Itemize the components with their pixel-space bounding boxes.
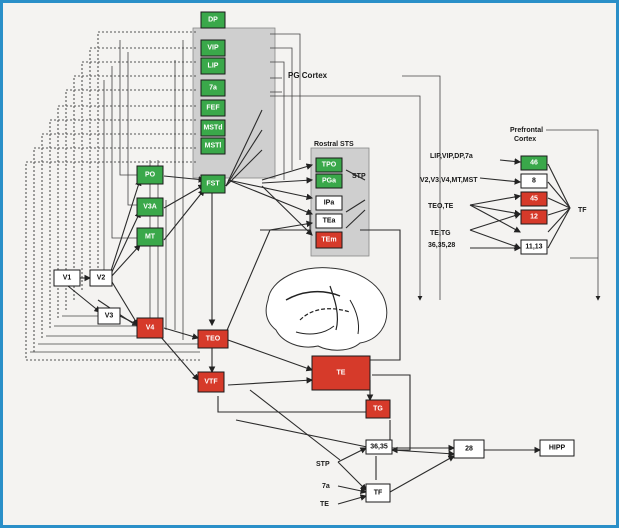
area-a3635-node: 36,35 xyxy=(366,440,392,454)
area-mst1-node: MSTd xyxy=(201,120,225,136)
area-v1-node: V1 xyxy=(54,270,80,286)
stp-bottom-label: STP xyxy=(316,461,330,468)
input-teo-label: TEO,TE xyxy=(428,203,454,210)
area-tea-label: TEa xyxy=(323,218,336,225)
area-ipa-node: IPa xyxy=(316,196,342,210)
area-pf1113-node: 11,13 xyxy=(521,240,547,254)
area-mt-label: MT xyxy=(145,234,156,241)
input-te-label: TE,TG xyxy=(430,230,451,237)
area-vip-node: VIP xyxy=(201,40,225,56)
area-vtf-label: VTF xyxy=(204,379,218,386)
area-tg-label: TG xyxy=(373,406,383,413)
area-fst-label: FST xyxy=(206,181,220,188)
input-36-label: 36,35,28 xyxy=(428,242,455,249)
area-dp-node: DP xyxy=(201,12,225,28)
area-pga-node: PGa xyxy=(316,174,342,188)
area-te-node: TE xyxy=(312,356,370,390)
area-fef-label: FEF xyxy=(206,105,220,112)
area-pga-label: PGa xyxy=(322,178,336,185)
pg-cortex-label: PG Cortex xyxy=(288,71,328,80)
area-mt-node: MT xyxy=(137,228,163,246)
area-v3a-node: V3A xyxy=(137,198,163,216)
area-mst2-node: MSTl xyxy=(201,138,225,154)
stp-label: STP xyxy=(352,173,366,180)
area-vip-label: VIP xyxy=(207,45,219,52)
area-v4-label: V4 xyxy=(146,325,155,332)
area-7a-label: 7a xyxy=(209,85,217,92)
area-a3635-label: 36,35 xyxy=(370,444,388,451)
brain-lateral-view-illustration xyxy=(266,268,387,351)
area-fst-node: FST xyxy=(201,175,225,193)
area-ipa-label: IPa xyxy=(324,200,335,207)
input-v2-label: V2,V3,V4,MT,MST xyxy=(420,177,478,184)
area-po-node: PO xyxy=(137,166,163,184)
area-a28-node: 28 xyxy=(454,440,484,458)
area-tf-node: TF xyxy=(366,484,390,502)
tf-right-label: TF xyxy=(578,207,587,214)
area-dp-label: DP xyxy=(208,17,218,24)
input-lip-label: LIP,VIP,DP,7a xyxy=(430,153,473,160)
area-tg-node: TG xyxy=(366,400,390,418)
area-po-label: PO xyxy=(145,172,156,179)
area-pf45-label: 45 xyxy=(530,196,538,203)
area-tea-node: TEa xyxy=(316,214,342,228)
area-pf46-label: 46 xyxy=(530,160,538,167)
area-tf-label: TF xyxy=(374,490,383,497)
area-pf45-node: 45 xyxy=(521,192,547,206)
area-hipp-label: HIPP xyxy=(549,445,566,452)
area-lip-node: LIP xyxy=(201,58,225,74)
area-tem-node: TEm xyxy=(316,232,342,248)
te-bottom-label: TE xyxy=(320,501,329,508)
area-mst1-label: MSTd xyxy=(203,125,222,132)
area-v3-label: V3 xyxy=(105,313,114,320)
area-hipp-node: HIPP xyxy=(540,440,574,456)
area-v3a-label: V3A xyxy=(143,204,157,211)
area-vtf-node: VTF xyxy=(198,372,224,392)
7a-bottom-label: 7a xyxy=(322,483,330,490)
area-a28-label: 28 xyxy=(465,446,473,453)
area-teo-label: TEO xyxy=(206,336,221,343)
area-pf1113-label: 11,13 xyxy=(525,244,542,251)
area-v3-node: V3 xyxy=(98,308,120,324)
area-lip-label: LIP xyxy=(208,63,219,70)
area-tpo-node: TPO xyxy=(316,158,342,172)
area-teo-node: TEO xyxy=(198,330,228,348)
area-fef-node: FEF xyxy=(201,100,225,116)
area-v2-label: V2 xyxy=(97,275,106,282)
area-v1-label: V1 xyxy=(63,275,72,282)
area-pf12-node: 12 xyxy=(521,210,547,224)
rostral-sts-label: Rostral STS xyxy=(314,141,354,148)
prefrontal-label-line1: Prefrontal xyxy=(510,127,543,134)
area-v2-node: V2 xyxy=(90,270,112,286)
area-mst2-label: MSTl xyxy=(205,143,222,150)
area-tpo-label: TPO xyxy=(322,162,337,169)
area-pf12-label: 12 xyxy=(530,214,538,221)
area-7a-node: 7a xyxy=(201,80,225,96)
prefrontal-label-line2: Cortex xyxy=(514,136,536,143)
area-te-label: TE xyxy=(337,370,346,377)
area-pf46-node: 46 xyxy=(521,156,547,170)
area-tem-label: TEm xyxy=(321,237,336,244)
area-pf8-label: 8 xyxy=(532,178,536,185)
area-pf8-node: 8 xyxy=(521,174,547,188)
area-v4-node: V4 xyxy=(137,318,163,338)
